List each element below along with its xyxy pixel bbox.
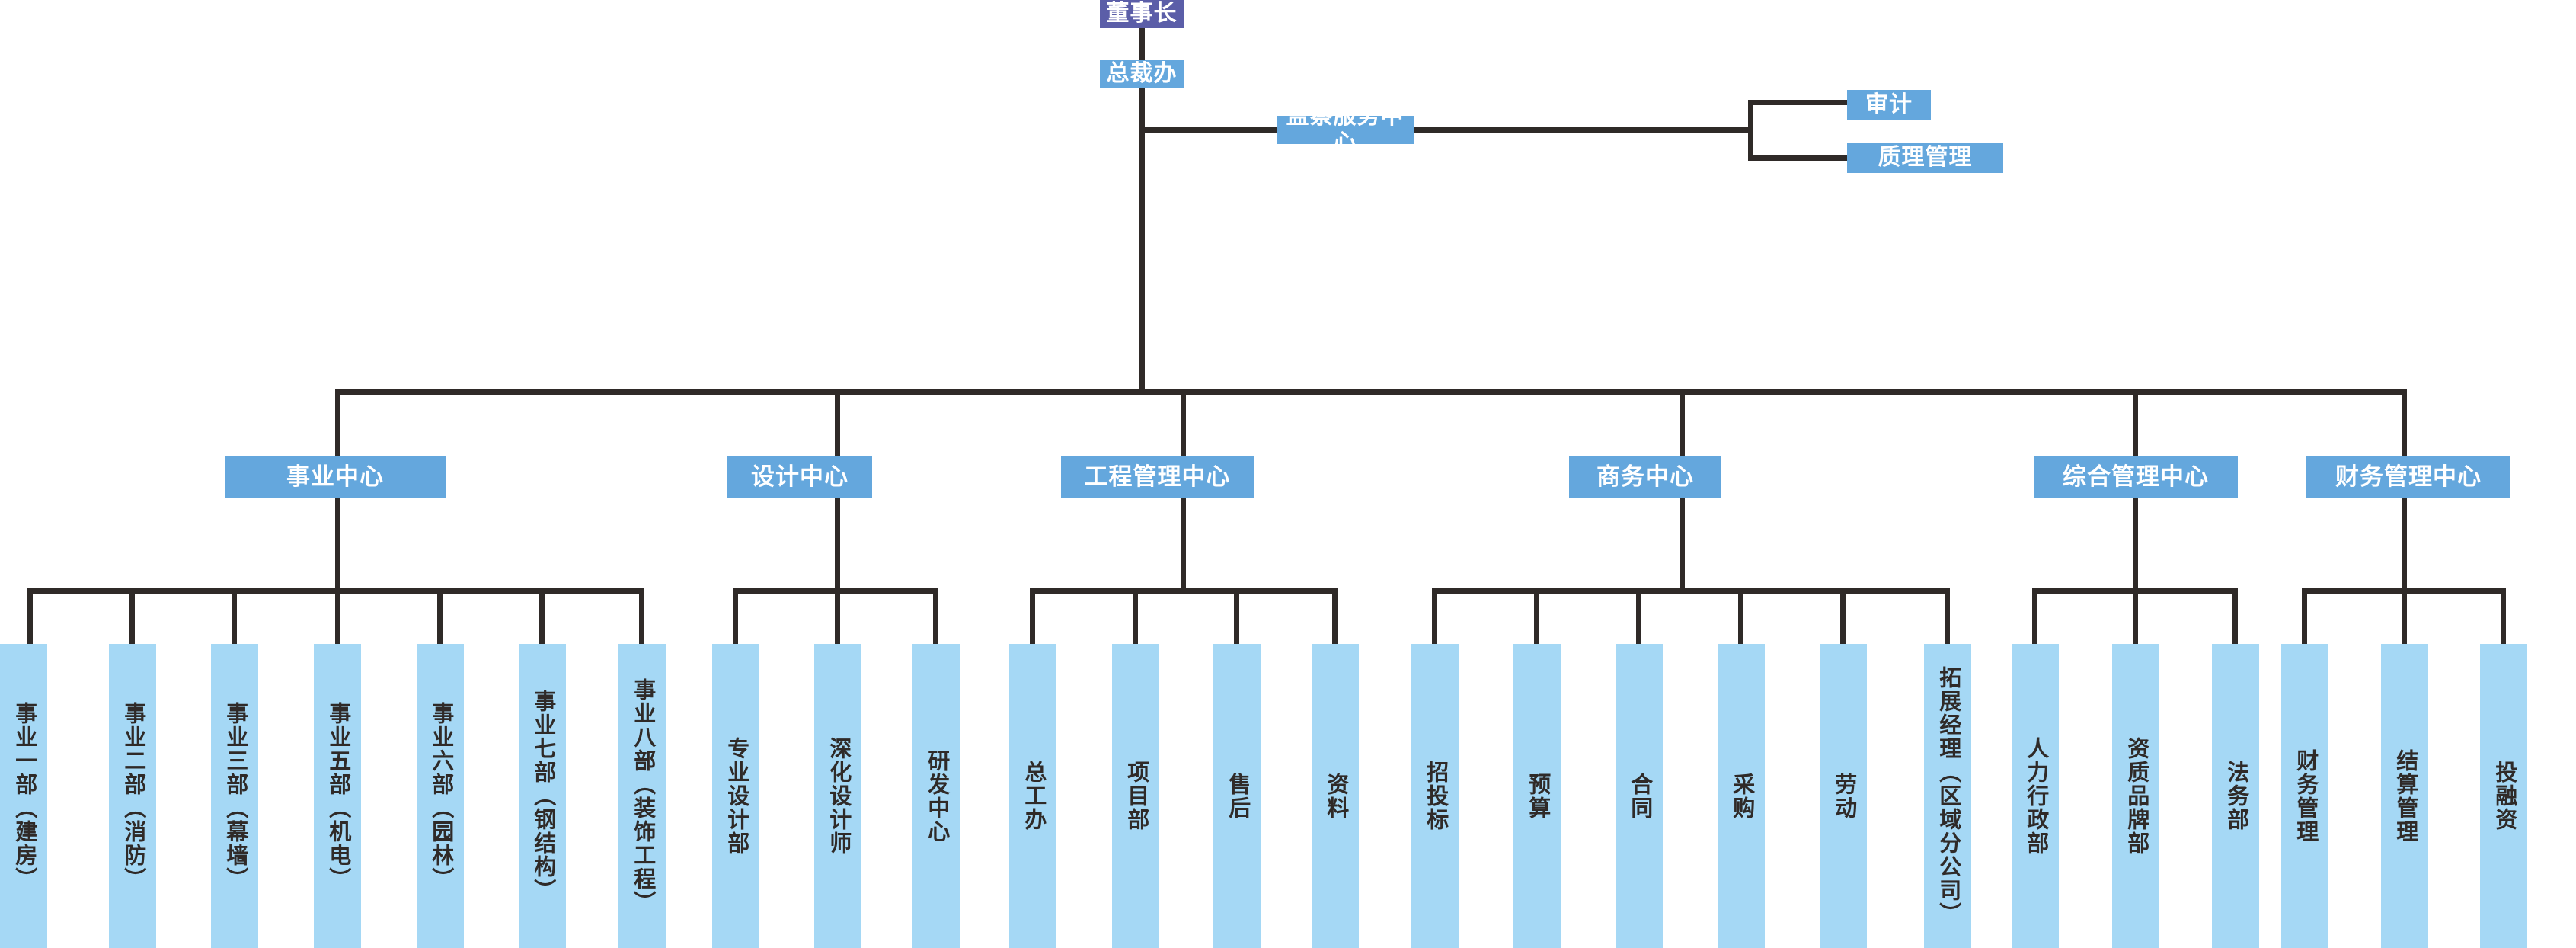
connector-group-4-leaf-1 bbox=[2133, 588, 2138, 644]
connector-center-2-drop bbox=[1181, 498, 1186, 593]
leaf-labor[interactable]: 劳动 bbox=[1820, 644, 1867, 948]
connector-group-3-leaf-5 bbox=[1945, 588, 1950, 644]
leaf-settlement-management[interactable]: 结算管理 bbox=[2381, 644, 2428, 948]
connector-group-0-leaf-3 bbox=[335, 588, 340, 644]
connector-group-1-leaf-2 bbox=[933, 588, 938, 644]
leaf-business-dept-8[interactable]: 事业八部（装饰工程） bbox=[618, 644, 666, 948]
leaf-procurement[interactable]: 采购 bbox=[1718, 644, 1765, 948]
leaf-business-dept-5[interactable]: 事业五部（机电） bbox=[314, 644, 361, 948]
leaf-documents[interactable]: 资料 bbox=[1312, 644, 1359, 948]
node-center-commerce[interactable]: 商务中心 bbox=[1569, 456, 1721, 498]
connector-center-3-drop bbox=[1680, 498, 1685, 593]
connector-center-0-drop bbox=[335, 498, 340, 593]
node-center-business[interactable]: 事业中心 bbox=[225, 456, 446, 498]
connector-president-to-supervision bbox=[1139, 127, 1277, 133]
connector-bus-to-center-4 bbox=[2133, 389, 2138, 456]
node-center-design[interactable]: 设计中心 bbox=[727, 456, 872, 498]
connector-group-0-leaf-6 bbox=[639, 588, 644, 644]
leaf-chief-engineer-office[interactable]: 总工办 bbox=[1009, 644, 1056, 948]
leaf-financial-management[interactable]: 财务管理 bbox=[2281, 644, 2328, 948]
connector-group-2-leaf-3 bbox=[1332, 588, 1338, 644]
connector-group-3-leaf-1 bbox=[1534, 588, 1539, 644]
leaf-contract[interactable]: 合同 bbox=[1616, 644, 1663, 948]
leaf-business-dept-6[interactable]: 事业六部（园林） bbox=[417, 644, 464, 948]
leaf-rnd-center[interactable]: 研发中心 bbox=[912, 644, 960, 948]
connector-group-4-leaf-0 bbox=[2032, 588, 2037, 644]
node-audit[interactable]: 审计 bbox=[1847, 90, 1931, 120]
connector-group-0-leaf-2 bbox=[232, 588, 237, 644]
leaf-professional-design-dept[interactable]: 专业设计部 bbox=[712, 644, 759, 948]
connector-group-2-leaf-1 bbox=[1133, 588, 1138, 644]
connector-group-3-leaf-3 bbox=[1738, 588, 1743, 644]
leaf-business-dept-3[interactable]: 事业三部（幕墙） bbox=[211, 644, 258, 948]
node-president-office[interactable]: 总裁办 bbox=[1100, 60, 1184, 88]
connector-group-3-bus bbox=[1432, 588, 1950, 594]
connector-group-3-leaf-2 bbox=[1636, 588, 1641, 644]
leaf-business-dept-2[interactable]: 事业二部（消防） bbox=[109, 644, 156, 948]
connector-riser-to-quality bbox=[1748, 155, 1847, 161]
connector-center-4-drop bbox=[2133, 498, 2138, 593]
leaf-expansion-manager[interactable]: 拓展经理（区域分公司） bbox=[1924, 644, 1971, 948]
connector-center-1-drop bbox=[835, 498, 840, 593]
node-chairman[interactable]: 董事长 bbox=[1100, 0, 1184, 28]
connector-chairman-to-president bbox=[1139, 28, 1145, 60]
leaf-hr-admin-dept[interactable]: 人力行政部 bbox=[2012, 644, 2059, 948]
connector-group-5-leaf-0 bbox=[2302, 588, 2307, 644]
connector-group-0-leaf-1 bbox=[129, 588, 135, 644]
node-center-finance[interactable]: 财务管理中心 bbox=[2306, 456, 2510, 498]
node-supervision-center[interactable]: 监察服务中心 bbox=[1277, 104, 1414, 155]
connector-bus-to-center-5 bbox=[2402, 389, 2407, 456]
leaf-after-sales[interactable]: 售后 bbox=[1213, 644, 1261, 948]
connector-group-5-leaf-1 bbox=[2402, 588, 2407, 644]
leaf-business-dept-7[interactable]: 事业七部（钢结构） bbox=[519, 644, 566, 948]
connector-supervision-to-riser bbox=[1414, 127, 1753, 133]
node-quality-management[interactable]: 质理管理 bbox=[1847, 143, 2003, 173]
connector-bus-to-center-3 bbox=[1680, 389, 1685, 456]
connector-supervision-riser bbox=[1748, 100, 1753, 161]
connector-group-2-bus bbox=[1030, 588, 1338, 594]
connector-group-1-leaf-0 bbox=[733, 588, 738, 644]
leaf-business-dept-1[interactable]: 事业一部（建房） bbox=[0, 644, 47, 948]
connector-riser-to-audit bbox=[1748, 100, 1847, 105]
connector-group-5-leaf-2 bbox=[2501, 588, 2506, 644]
leaf-investment-financing[interactable]: 投融资 bbox=[2480, 644, 2527, 948]
leaf-budget[interactable]: 预算 bbox=[1513, 644, 1561, 948]
connector-group-3-leaf-4 bbox=[1840, 588, 1846, 644]
connector-group-1-leaf-1 bbox=[835, 588, 840, 644]
node-center-engineering[interactable]: 工程管理中心 bbox=[1061, 456, 1254, 498]
connector-group-0-leaf-4 bbox=[437, 588, 443, 644]
connector-president-spine bbox=[1139, 88, 1145, 395]
leaf-qualification-brand-dept[interactable]: 资质品牌部 bbox=[2112, 644, 2159, 948]
connector-group-3-leaf-0 bbox=[1432, 588, 1437, 644]
connector-group-2-leaf-2 bbox=[1234, 588, 1239, 644]
leaf-bidding[interactable]: 招投标 bbox=[1411, 644, 1459, 948]
node-center-general-management[interactable]: 综合管理中心 bbox=[2034, 456, 2238, 498]
leaf-legal-dept[interactable]: 法务部 bbox=[2212, 644, 2259, 948]
connector-group-0-leaf-5 bbox=[539, 588, 545, 644]
connector-main-bus bbox=[335, 389, 2407, 395]
connector-group-4-leaf-2 bbox=[2232, 588, 2238, 644]
leaf-project-dept[interactable]: 项目部 bbox=[1112, 644, 1159, 948]
connector-bus-to-center-2 bbox=[1181, 389, 1186, 456]
connector-group-0-leaf-0 bbox=[27, 588, 33, 644]
leaf-detail-designer[interactable]: 深化设计师 bbox=[814, 644, 861, 948]
connector-bus-to-center-0 bbox=[335, 389, 340, 456]
connector-group-2-leaf-0 bbox=[1030, 588, 1035, 644]
connector-bus-to-center-1 bbox=[835, 389, 840, 456]
connector-center-5-drop bbox=[2402, 498, 2407, 593]
